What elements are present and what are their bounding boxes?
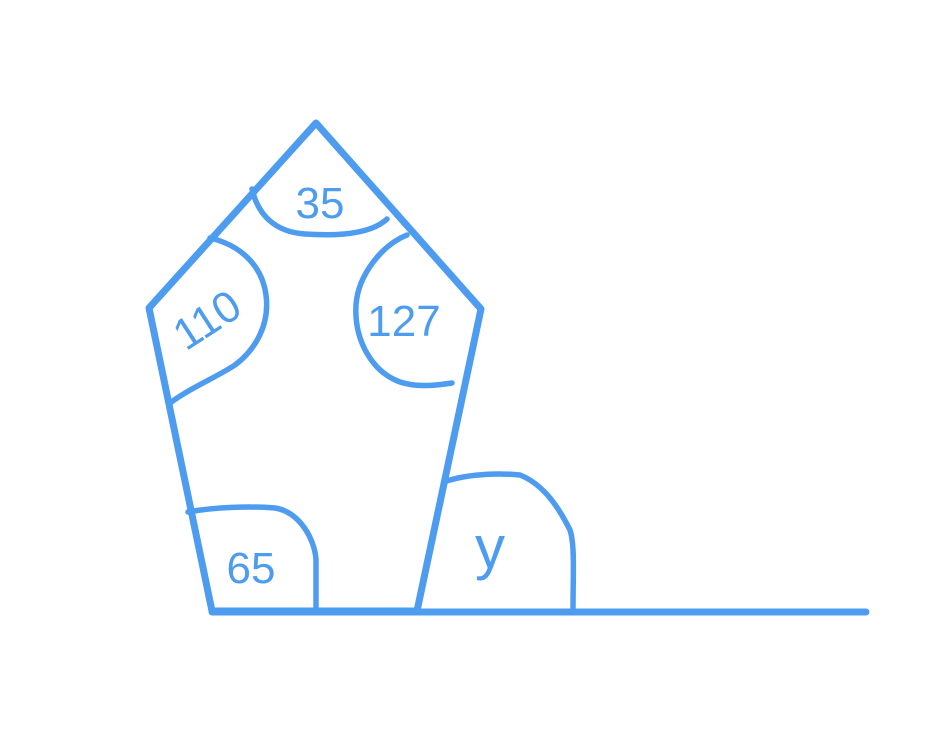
upper-right-angle-arc bbox=[353, 232, 455, 389]
exterior-angle-arc bbox=[441, 471, 577, 613]
bottom-left-angle-arc bbox=[185, 504, 319, 613]
exterior-angle-label: y bbox=[475, 514, 505, 581]
top-angle-label: 35 bbox=[296, 179, 345, 228]
bottom-left-angle-label: 65 bbox=[227, 544, 276, 593]
top-angle-arc bbox=[249, 186, 390, 238]
upper-right-angle-label: 127 bbox=[367, 297, 440, 346]
upper-left-angle-arc bbox=[167, 235, 270, 406]
upper-left-angle-label: 110 bbox=[165, 281, 251, 360]
